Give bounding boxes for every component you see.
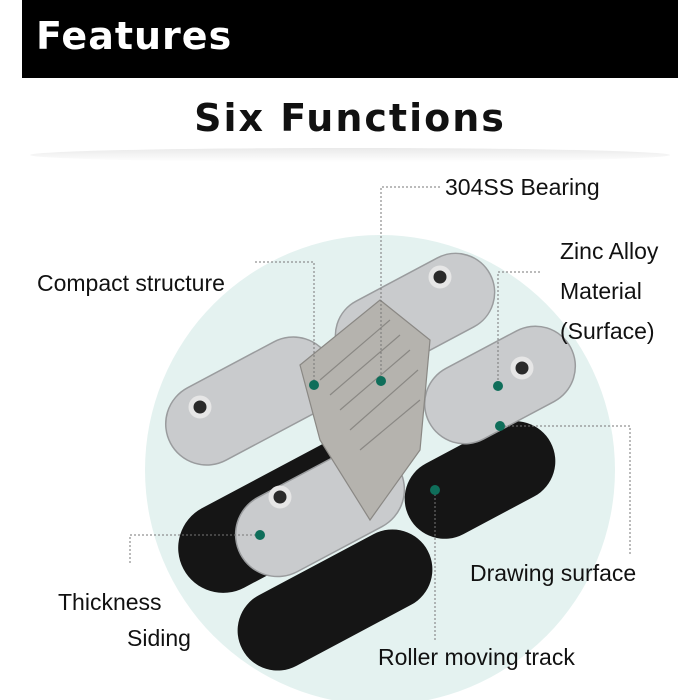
- label-thickness-2: Siding: [127, 625, 191, 651]
- header-banner: Features: [22, 0, 678, 78]
- label-zinc-3: (Surface): [560, 318, 655, 344]
- label-thickness-1: Thickness: [58, 589, 162, 615]
- label-zinc-2: Material: [560, 278, 642, 304]
- zinc-marker: [493, 381, 503, 391]
- callout-lines: [129, 186, 631, 640]
- screw-holes: [188, 265, 534, 509]
- title-shadow: [30, 148, 670, 162]
- center-links: [299, 299, 431, 522]
- label-compact: Compact structure: [37, 270, 225, 296]
- bearing-marker: [376, 376, 386, 386]
- drawing-marker: [495, 421, 505, 431]
- section-title: Six Functions: [194, 96, 506, 140]
- label-drawing: Drawing surface: [470, 560, 637, 586]
- label-roller: Roller moving track: [378, 644, 575, 670]
- compact-marker: [309, 380, 319, 390]
- label-bearing: 304SS Bearing: [445, 174, 600, 200]
- thickness-marker: [255, 530, 265, 540]
- label-zinc-1: Zinc Alloy: [560, 238, 659, 264]
- header-title: Features: [36, 14, 233, 58]
- callout-markers: [255, 376, 505, 540]
- roller-marker: [430, 485, 440, 495]
